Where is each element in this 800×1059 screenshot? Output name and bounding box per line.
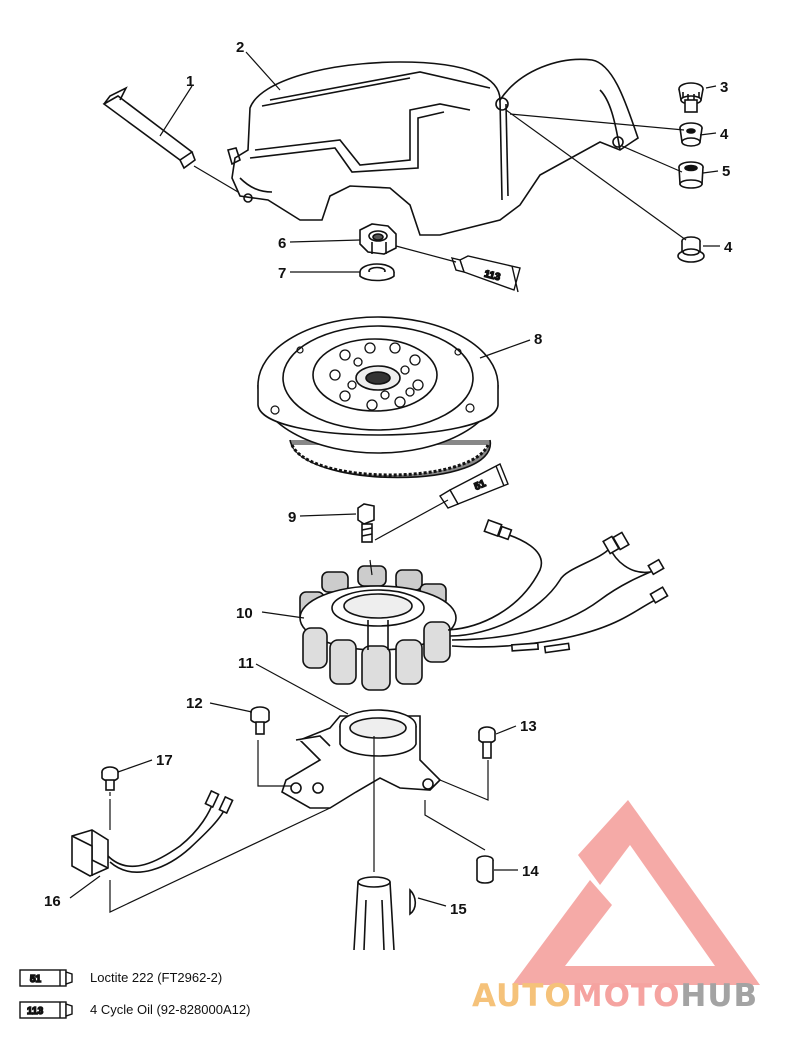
part-4-grommet-top <box>679 122 703 147</box>
part-1-rod <box>102 86 196 170</box>
crankshaft-end <box>353 876 395 951</box>
part-3-knob <box>678 82 704 113</box>
part-10-stator <box>299 565 457 691</box>
callout-15: 15 <box>450 901 467 918</box>
part-17-screw <box>101 766 119 791</box>
part-4-grommet-bottom <box>677 236 705 263</box>
part-9-bolt <box>357 503 375 543</box>
callout-14: 14 <box>522 863 539 880</box>
callout-7: 7 <box>278 265 286 282</box>
callout-4-top: 4 <box>720 126 729 143</box>
legend-code-51: 51 <box>30 974 42 985</box>
callout-13: 13 <box>520 718 537 735</box>
part-14-spacer <box>476 855 494 884</box>
callout-9: 9 <box>288 509 296 526</box>
part-13-screw <box>478 726 496 759</box>
part-11-base-plate <box>281 709 442 809</box>
watermark-hub: HUB <box>680 978 759 1014</box>
part-12-screw <box>250 706 270 735</box>
callout-4-bottom: 4 <box>724 239 733 256</box>
legend-text-113: 4 Cycle Oil (92-828000A12) <box>90 1002 251 1017</box>
callout-leader-lines <box>69 51 720 907</box>
callout-10: 10 <box>236 605 253 622</box>
loctite-tube-51-icon: 51 <box>439 463 509 509</box>
part-15-key <box>409 888 417 916</box>
callout-8: 8 <box>534 331 542 348</box>
part-7-washer <box>359 263 395 282</box>
assembly-guide-lines <box>109 109 687 913</box>
part-8-flywheel <box>257 316 499 479</box>
part-6-nut <box>359 223 397 255</box>
callout-12: 12 <box>186 695 203 712</box>
part-16-trigger-coil <box>71 789 234 877</box>
callout-5: 5 <box>722 163 730 180</box>
part-5-bushing <box>678 161 704 189</box>
tube-label-113: 113 <box>483 269 502 284</box>
oil-tube-113-icon: 113 <box>450 255 521 293</box>
watermark-auto: AUTO <box>472 978 572 1014</box>
callout-2: 2 <box>236 39 244 56</box>
callout-16: 16 <box>44 893 61 910</box>
legend-tube-113-icon: 113 <box>19 1001 73 1019</box>
callout-11: 11 <box>238 655 254 672</box>
callout-6: 6 <box>278 235 286 252</box>
callout-3: 3 <box>720 79 728 96</box>
watermark-text: AUTOMOTOHUB <box>472 978 758 1014</box>
legend-tube-51-icon: 51 <box>19 969 73 987</box>
watermark-moto: MOTO <box>571 978 681 1014</box>
legend-code-113: 113 <box>27 1006 44 1017</box>
stator-wire-harness <box>447 518 669 654</box>
callout-numbers: 1 2 3 4 5 4 6 7 8 9 10 11 12 13 17 14 15… <box>44 39 733 918</box>
part-2-flywheel-cover <box>227 58 639 236</box>
legend-text-51: Loctite 222 (FT2962-2) <box>90 970 223 985</box>
callout-17: 17 <box>156 752 173 769</box>
watermark-logo-icon <box>512 800 760 985</box>
callout-1: 1 <box>186 73 194 90</box>
